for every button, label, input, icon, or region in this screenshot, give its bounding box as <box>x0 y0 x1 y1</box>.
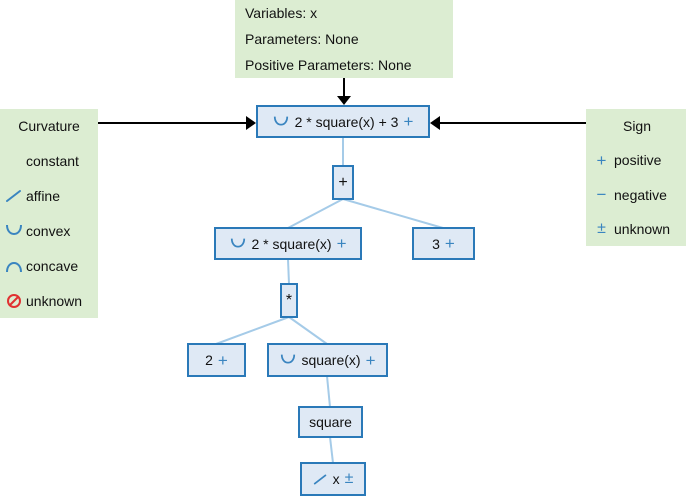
legend-label: concave <box>26 257 79 274</box>
concave-icon <box>4 259 23 273</box>
legend-item-constant: constant <box>4 144 98 179</box>
convex-icon <box>273 115 290 129</box>
tree-node-variable-x: x ± <box>300 462 366 496</box>
tree-node-root-expression: 2 * square(x) + 3 + <box>256 105 430 138</box>
legend-label: positive <box>614 152 662 169</box>
affine-icon <box>313 473 328 486</box>
negative-sign-icon: − <box>596 185 607 205</box>
legend-label: constant <box>26 153 79 170</box>
convex-icon <box>279 353 296 367</box>
legend-label: affine <box>26 188 60 205</box>
unknown-curvature-icon <box>4 293 23 309</box>
legend-label: negative <box>614 186 667 203</box>
tree-node-constant-3: 3 + <box>412 227 475 260</box>
tree-node-scaled-square: 2 * square(x) + <box>214 227 362 260</box>
convex-icon <box>4 224 23 238</box>
tree-node-square-operator: square <box>298 406 363 438</box>
legend-item-unknown-sign: ± unknown <box>592 212 686 246</box>
positive-sign-icon: + <box>596 150 607 170</box>
legend-item-concave: concave <box>4 248 98 283</box>
parameters-line: Parameters: None <box>245 31 359 47</box>
node-label: + <box>338 173 348 191</box>
sign-legend-title: Sign <box>622 118 652 135</box>
convex-icon <box>229 237 246 251</box>
legend-label: unknown <box>26 292 83 309</box>
node-label: 2 * square(x) <box>251 235 332 252</box>
problem-info-box: Variables: x Parameters: None Positive P… <box>235 0 453 78</box>
node-label: 2 * square(x) + 3 <box>294 113 399 130</box>
unknown-sign-icon: ± <box>597 219 606 237</box>
tree-node-add-operator: + <box>332 165 354 200</box>
unknown-sign-icon: ± <box>344 470 354 487</box>
annotation-arrows <box>98 78 586 130</box>
legend-item-positive: + positive <box>592 143 686 177</box>
affine-icon <box>4 189 23 203</box>
legend-item-unknown-curvature: unknown <box>4 283 98 318</box>
positive-sign-icon: + <box>365 350 376 370</box>
node-label: square <box>309 414 352 430</box>
positive-sign-icon: + <box>336 234 347 253</box>
curvature-legend-title: Curvature <box>18 118 80 135</box>
node-label: * <box>285 291 293 309</box>
node-label: square(x) <box>301 352 361 368</box>
positive-sign-icon: + <box>217 350 228 370</box>
legend-item-negative: − negative <box>592 178 686 212</box>
legend-label: unknown <box>614 220 671 237</box>
node-label: x <box>332 471 340 487</box>
node-label: 3 <box>432 235 440 252</box>
node-label: 2 <box>205 352 213 368</box>
positive-sign-icon: + <box>444 234 455 253</box>
tree-node-square-expression: square(x) + <box>267 343 388 377</box>
sign-legend: Sign + positive − negative ± unknown <box>586 109 686 246</box>
legend-label: convex <box>26 222 71 239</box>
curvature-legend: Curvature constant affine convex concave <box>0 109 98 318</box>
legend-item-convex: convex <box>4 213 98 248</box>
positive-parameters-line: Positive Parameters: None <box>245 57 412 73</box>
positive-sign-icon: + <box>403 112 414 131</box>
legend-item-affine: affine <box>4 179 98 214</box>
tree-node-constant-2: 2 + <box>187 343 246 377</box>
tree-node-multiply-operator: * <box>280 283 298 318</box>
variables-line: Variables: x <box>245 5 318 21</box>
